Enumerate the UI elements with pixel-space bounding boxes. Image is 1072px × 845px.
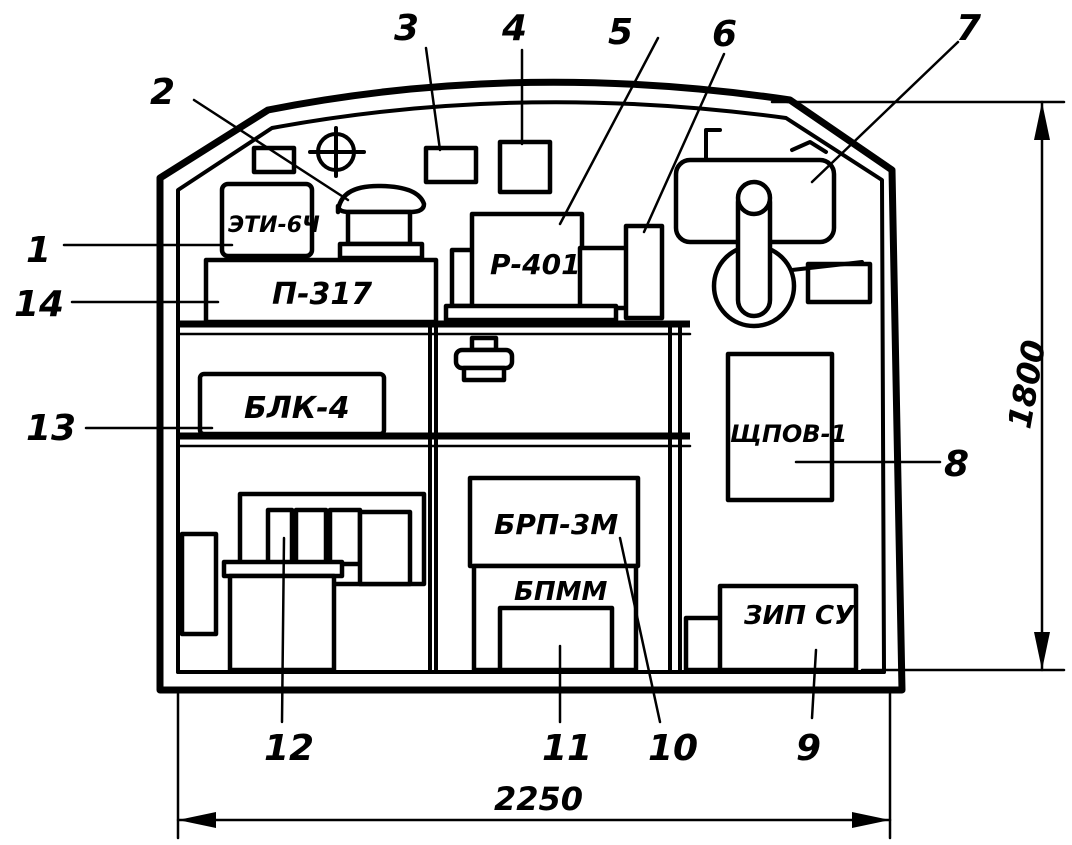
battery-cell-3 bbox=[327, 507, 363, 567]
leader-12 bbox=[280, 536, 286, 724]
body-outer-wall bbox=[156, 78, 906, 694]
device-4 bbox=[497, 139, 553, 195]
shchpov-area: ЩПОВ-1 bbox=[725, 351, 847, 503]
zip-unit bbox=[717, 583, 859, 673]
callout-2: 2 bbox=[150, 72, 175, 113]
blk4-unit bbox=[197, 371, 387, 437]
callout-12: 12 bbox=[264, 728, 314, 769]
height-arrow-top bbox=[1034, 102, 1050, 140]
crosshair-icon bbox=[308, 126, 366, 178]
brp-unit-label: БРП-3М bbox=[494, 508, 618, 541]
r401-base bbox=[443, 303, 619, 323]
callout-5: 5 bbox=[608, 12, 633, 53]
lower-left-equipment bbox=[179, 491, 427, 673]
upper-left-stack: ЭТИ-6Ч П-317 bbox=[203, 181, 439, 325]
leader-2 bbox=[192, 98, 350, 202]
shchpov-unit-label: ЩПОВ-1 bbox=[730, 420, 847, 448]
width-arrow-left bbox=[178, 812, 216, 828]
width-dimension-label: 2250 bbox=[494, 780, 583, 818]
eti-unit bbox=[219, 181, 315, 259]
leader-9 bbox=[810, 648, 818, 720]
callout-3: 3 bbox=[394, 8, 419, 49]
callout-6: 6 bbox=[712, 14, 737, 55]
body-inner-wall bbox=[176, 100, 886, 674]
lower-center-equipment: БРП-3М БПММ bbox=[467, 475, 641, 673]
width-arrow-right bbox=[852, 812, 890, 828]
battery-cell-2 bbox=[293, 507, 329, 567]
r401-unit-label: Р-401 bbox=[490, 248, 581, 281]
device-3 bbox=[423, 145, 479, 185]
leader-6 bbox=[642, 52, 726, 234]
r401-right-box bbox=[577, 245, 633, 311]
callout-9: 9 bbox=[796, 728, 821, 769]
blk4-unit-label: БЛК-4 bbox=[244, 391, 350, 426]
callout-8: 8 bbox=[944, 444, 969, 485]
p317-unit bbox=[203, 257, 439, 325]
callout-1: 1 bbox=[26, 230, 51, 271]
height-arrow-bottom bbox=[1034, 632, 1050, 670]
battery-side bbox=[357, 509, 413, 587]
callout-4: 4 bbox=[501, 8, 527, 49]
leader-5 bbox=[558, 36, 660, 226]
device-7 bbox=[673, 128, 873, 329]
bpmm-unit bbox=[497, 605, 615, 673]
blk4-area: БЛК-4 bbox=[197, 371, 387, 437]
side-panel-left bbox=[179, 531, 219, 637]
mid-shelf-device bbox=[453, 335, 515, 383]
leader-7 bbox=[810, 40, 960, 184]
radio-area: Р-401 bbox=[443, 211, 665, 323]
callout-10: 10 bbox=[648, 728, 698, 769]
height-dimension-label: 1800 bbox=[1000, 337, 1053, 431]
zip-unit-label: ЗИП СУ bbox=[743, 601, 856, 631]
p317-unit-label: П-317 bbox=[272, 277, 372, 312]
callout-14: 14 bbox=[14, 284, 64, 325]
leader-lines bbox=[62, 36, 960, 724]
leader-3 bbox=[424, 46, 442, 152]
shchpov-unit bbox=[725, 351, 835, 503]
callout-13: 13 bbox=[26, 408, 76, 449]
r401-unit bbox=[469, 211, 585, 311]
leader-10 bbox=[618, 536, 662, 724]
brp-unit bbox=[467, 475, 641, 569]
dome-device bbox=[335, 183, 427, 261]
zip-area: ЗИП СУ bbox=[683, 583, 859, 673]
callout-11: 11 bbox=[542, 728, 592, 769]
callout-7: 7 bbox=[956, 8, 981, 49]
callout-numbers: 1 2 3 4 5 6 7 8 9 10 11 12 13 14 bbox=[14, 8, 981, 769]
device-7-knob bbox=[735, 179, 773, 217]
device-7-side-box bbox=[805, 261, 873, 305]
width-dimension: 2250 bbox=[176, 692, 892, 840]
battery-cell-1 bbox=[265, 507, 295, 567]
eti-unit-label: ЭТИ-6Ч bbox=[228, 213, 320, 238]
bpmm-unit-label: БПММ bbox=[514, 577, 607, 607]
device-6 bbox=[623, 223, 665, 321]
